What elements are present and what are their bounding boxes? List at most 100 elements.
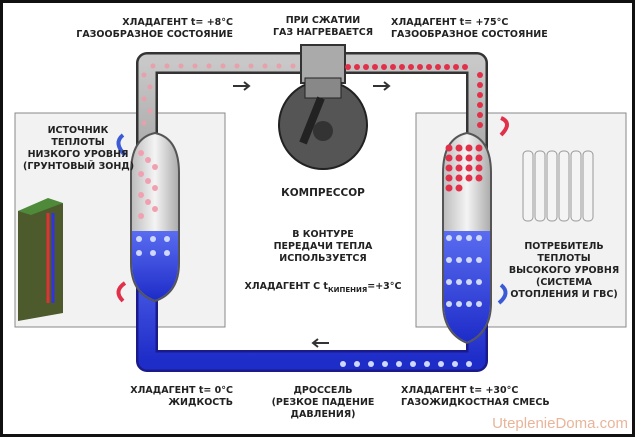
bubble <box>141 120 147 126</box>
bubble <box>417 64 423 70</box>
bubble <box>152 164 158 170</box>
bubble <box>138 192 144 198</box>
heat-in-arrow-icon <box>116 281 127 303</box>
bubble <box>408 64 414 70</box>
bubble <box>477 112 483 118</box>
bubble <box>424 361 430 367</box>
bubble <box>340 361 346 367</box>
bubble <box>141 72 147 78</box>
bubble <box>192 63 198 69</box>
bubble <box>465 154 473 162</box>
bubble <box>456 301 462 307</box>
bubble <box>466 301 472 307</box>
bubble <box>455 144 463 152</box>
bubble <box>465 174 473 182</box>
bubble <box>147 84 153 90</box>
bubble <box>136 250 142 256</box>
bubble <box>262 63 268 69</box>
watermark: UteplenieDoma.com <box>492 415 628 432</box>
bubble <box>475 164 483 172</box>
bubble <box>399 64 405 70</box>
heat-pump-diagram <box>14 44 627 372</box>
bubble <box>446 279 452 285</box>
bubble <box>455 164 463 172</box>
bubble <box>206 63 212 69</box>
bubble <box>150 63 156 69</box>
bubble <box>368 361 374 367</box>
bubble <box>476 235 482 241</box>
bubble <box>456 235 462 241</box>
bubble <box>150 250 156 256</box>
bubble <box>445 144 453 152</box>
bubble <box>372 64 378 70</box>
compressor-label: КОМПРЕССОР <box>281 187 365 199</box>
bubble <box>455 184 463 192</box>
bubble <box>445 184 453 192</box>
ground-probe-icon <box>18 198 63 321</box>
bubble <box>141 96 147 102</box>
radiator-icon <box>522 150 594 222</box>
heat-out-arrow-icon <box>497 283 508 305</box>
flow-arrow-icon <box>233 81 251 91</box>
bubble <box>382 361 388 367</box>
bubble <box>446 257 452 263</box>
bubble <box>354 361 360 367</box>
bubble <box>152 185 158 191</box>
label-boiling-point: ХЛАДАГЕНТ С tКИПЕНИЯ=+3°C <box>244 281 402 294</box>
bubble <box>445 164 453 172</box>
bubble <box>145 178 151 184</box>
bubble <box>475 154 483 162</box>
flow-arrow-icon <box>311 338 329 348</box>
bubble <box>145 157 151 163</box>
bubble <box>290 63 296 69</box>
bubble <box>477 102 483 108</box>
bubble <box>466 279 472 285</box>
bubble <box>477 72 483 78</box>
bubble <box>477 82 483 88</box>
bubble <box>446 235 452 241</box>
bubble <box>150 236 156 242</box>
bubble <box>147 108 153 114</box>
bubble <box>426 64 432 70</box>
bubble <box>138 150 144 156</box>
bubble <box>136 236 142 242</box>
bubble <box>145 199 151 205</box>
heat-in-arrow-icon <box>116 133 127 157</box>
bubble <box>476 279 482 285</box>
bubble <box>477 92 483 98</box>
bubble <box>164 250 170 256</box>
bubble <box>164 63 170 69</box>
bubble <box>466 235 472 241</box>
bubble <box>390 64 396 70</box>
bubble <box>477 122 483 128</box>
heat-out-arrow-icon <box>499 116 509 137</box>
bubble <box>445 174 453 182</box>
bubble <box>455 174 463 182</box>
bubble <box>178 63 184 69</box>
bubble <box>462 64 468 70</box>
bubble <box>381 64 387 70</box>
bubble <box>475 174 483 182</box>
flow-arrow-icon <box>373 81 391 91</box>
bubble <box>444 64 450 70</box>
bubble <box>410 361 416 367</box>
bubble <box>138 171 144 177</box>
bubble <box>476 257 482 263</box>
bubble <box>466 257 472 263</box>
bubble <box>220 63 226 69</box>
bubble <box>396 361 402 367</box>
bubble <box>276 63 282 69</box>
bubble <box>354 64 360 70</box>
bubble <box>453 64 459 70</box>
bubble <box>445 154 453 162</box>
bubble <box>466 361 472 367</box>
bubble <box>465 164 473 172</box>
